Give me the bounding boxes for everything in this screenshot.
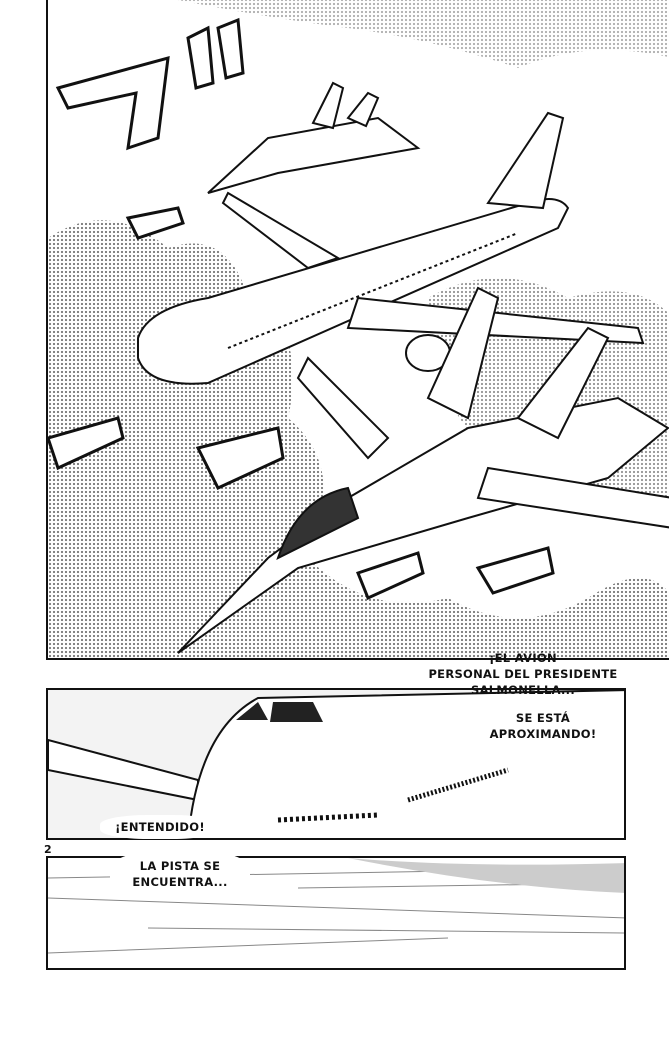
panel-jets-and-airliner	[46, 0, 669, 660]
speech-bubble-understood: ¡ENTENDIDO!	[100, 815, 220, 839]
fighter-jet-large	[177, 286, 669, 654]
speech-bubble-presidential-plane: ¡EL AVIÓN PERSONAL DEL PRESIDENTE SALMON…	[408, 650, 638, 742]
bubble-text: PERSONAL DEL PRESIDENTE	[428, 667, 618, 681]
bubble-text: LA PISTA SE	[139, 859, 221, 873]
bubble-text: APROXIMANDO!	[489, 727, 597, 741]
sfx-oo-lettering	[48, 416, 555, 601]
bubble-text: ENCUENTRA...	[132, 875, 228, 889]
page-number: 2	[44, 843, 52, 856]
panel-airliner-closeup	[46, 688, 626, 840]
fighter-jet-small	[207, 81, 421, 194]
airliner-closeup-illustration	[48, 690, 624, 838]
bubble-text: SALMONELLA...	[471, 683, 575, 697]
bubble-text: SE ESTÁ	[515, 711, 571, 725]
jets-illustration	[48, 0, 669, 658]
speech-bubble-runway: LA PISTA SE ENCUENTRA...	[110, 850, 250, 898]
sfx-go-lettering	[55, 17, 245, 240]
airliner	[137, 111, 645, 385]
bubble-text: ¡EL AVIÓN	[489, 651, 557, 665]
